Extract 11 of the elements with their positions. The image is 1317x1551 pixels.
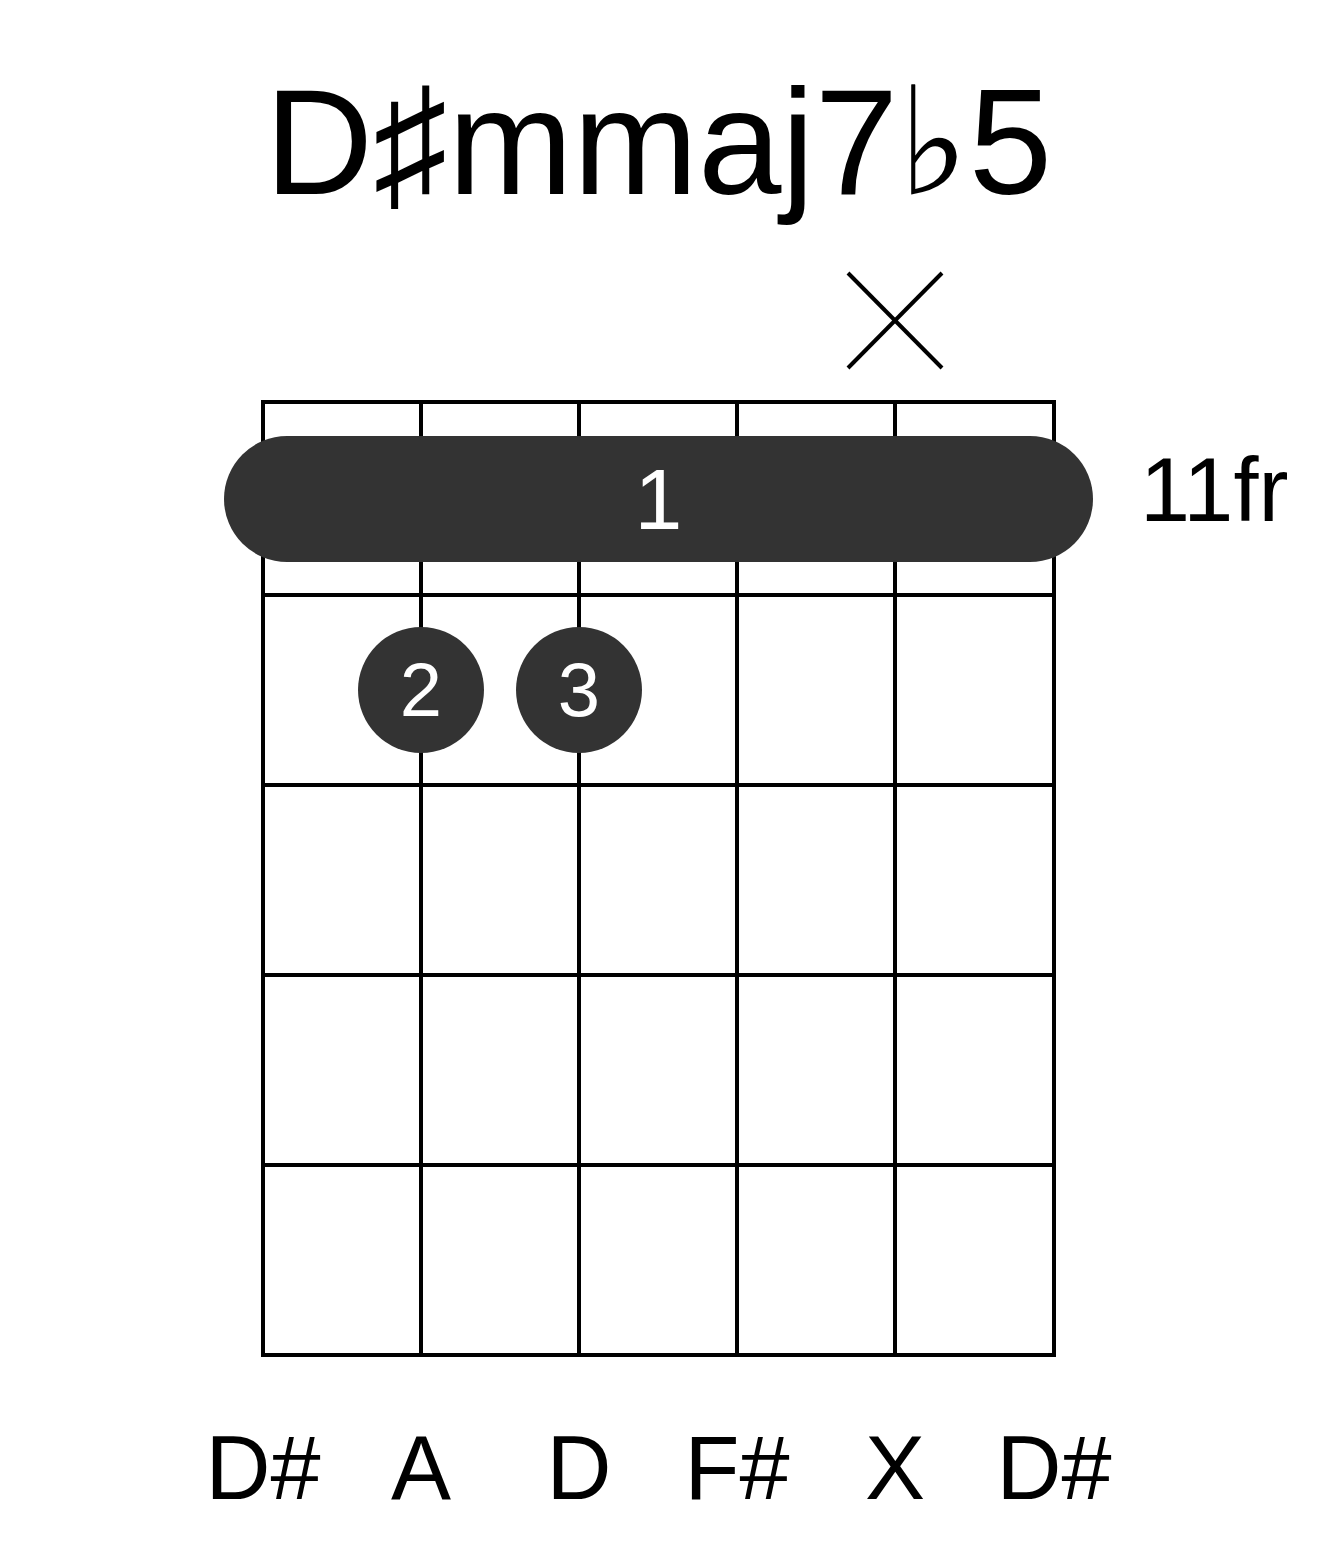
finger-number: 3: [557, 652, 601, 728]
string-note: D: [546, 1423, 612, 1513]
fret-number: 11fr: [1140, 445, 1289, 535]
string-note: D#: [205, 1423, 321, 1513]
finger-number: 1: [634, 456, 683, 542]
string-note: X: [865, 1423, 925, 1513]
string-note: A: [391, 1423, 451, 1513]
string-note: F#: [684, 1423, 790, 1513]
string-note: D#: [996, 1423, 1112, 1513]
chord-title: D♯mmaj7♭5: [263, 60, 1054, 225]
finger-number: 2: [399, 652, 443, 728]
